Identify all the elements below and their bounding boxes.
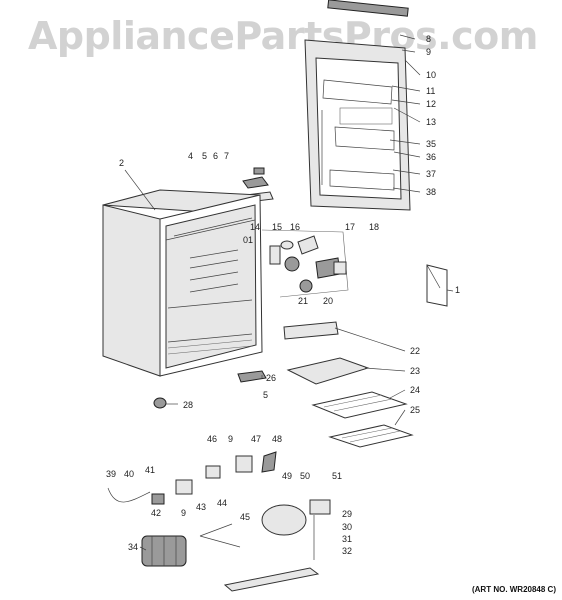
callout-14: 14: [250, 222, 261, 232]
callout-40: 40: [124, 469, 135, 479]
callout-11: 11: [426, 86, 436, 96]
callout-18: 18: [369, 222, 380, 232]
callout-32: 32: [342, 546, 353, 556]
callout-1: 1: [455, 285, 461, 295]
callout-45: 45: [240, 512, 251, 522]
callout-48: 48: [272, 434, 283, 444]
callout-51: 51: [332, 471, 343, 481]
shelf-24: [311, 391, 408, 419]
electrical-parts: [107, 451, 331, 560]
control-parts: [261, 229, 349, 298]
evaporator-coil: [141, 535, 187, 567]
manual-envelope: [426, 264, 448, 307]
callout-44: 44: [217, 498, 228, 508]
callout-43: 43: [196, 502, 207, 512]
callout-49: 49: [282, 471, 293, 481]
cabinet: [102, 189, 263, 377]
callout-15: 15: [272, 222, 283, 232]
callout-17: 17: [345, 222, 356, 232]
callout-24: 24: [410, 385, 421, 395]
callout-12: 12: [426, 99, 437, 109]
callout-7: 7: [224, 151, 230, 161]
callout-31: 31: [342, 534, 353, 544]
callout-29: 29: [342, 509, 353, 519]
callout-16: 16: [290, 222, 301, 232]
door-assembly: [304, 0, 411, 211]
callout-37: 37: [426, 169, 437, 179]
callout-10: 10: [426, 70, 437, 80]
bottom-hinge-bracket: [237, 370, 267, 383]
callout-50: 50: [300, 471, 311, 481]
art-number-label: (ART NO. WR20848 C): [471, 585, 556, 594]
callout-36: 36: [426, 152, 437, 162]
callout-34: 34: [128, 542, 139, 552]
drip-tray: [286, 357, 370, 385]
callout-9-electrical: 9: [228, 434, 234, 444]
callout-20: 20: [323, 296, 334, 306]
callout-30: 30: [342, 522, 353, 532]
base-rail: [223, 567, 320, 592]
callout-28: 28: [183, 400, 194, 410]
callout-41: 41: [145, 465, 156, 475]
callout-23: 23: [410, 366, 421, 376]
callout-6: 6: [213, 151, 219, 161]
callout-5-lower: 5: [263, 390, 269, 400]
callout-25: 25: [410, 405, 421, 415]
callout-8: 8: [426, 34, 432, 44]
callout-22: 22: [410, 346, 421, 356]
callout-35: 35: [426, 139, 437, 149]
callout-26: 26: [266, 373, 277, 383]
watermark-logo: AppliancePartsPros.com: [28, 14, 538, 58]
shelf-wires: [323, 394, 401, 443]
callout-01: 01: [243, 235, 254, 245]
callout-5: 5: [202, 151, 208, 161]
callout-9: 9: [426, 47, 432, 57]
callout-47: 47: [251, 434, 262, 444]
shelf-25: [328, 424, 414, 448]
callout-38: 38: [426, 187, 437, 197]
callout-2: 2: [119, 158, 125, 168]
callout-39: 39: [106, 469, 117, 479]
callout-42: 42: [151, 508, 162, 518]
callout-4: 4: [188, 151, 194, 161]
callout-13: 13: [426, 117, 437, 127]
callout-46: 46: [207, 434, 218, 444]
callout-9-lower: 9: [181, 508, 187, 518]
envelope-flap-line: [426, 264, 441, 289]
callout-21: 21: [298, 296, 309, 306]
leader-lines: [124, 34, 454, 551]
crisper-cover: [283, 321, 339, 340]
leveling-leg: [153, 397, 167, 409]
